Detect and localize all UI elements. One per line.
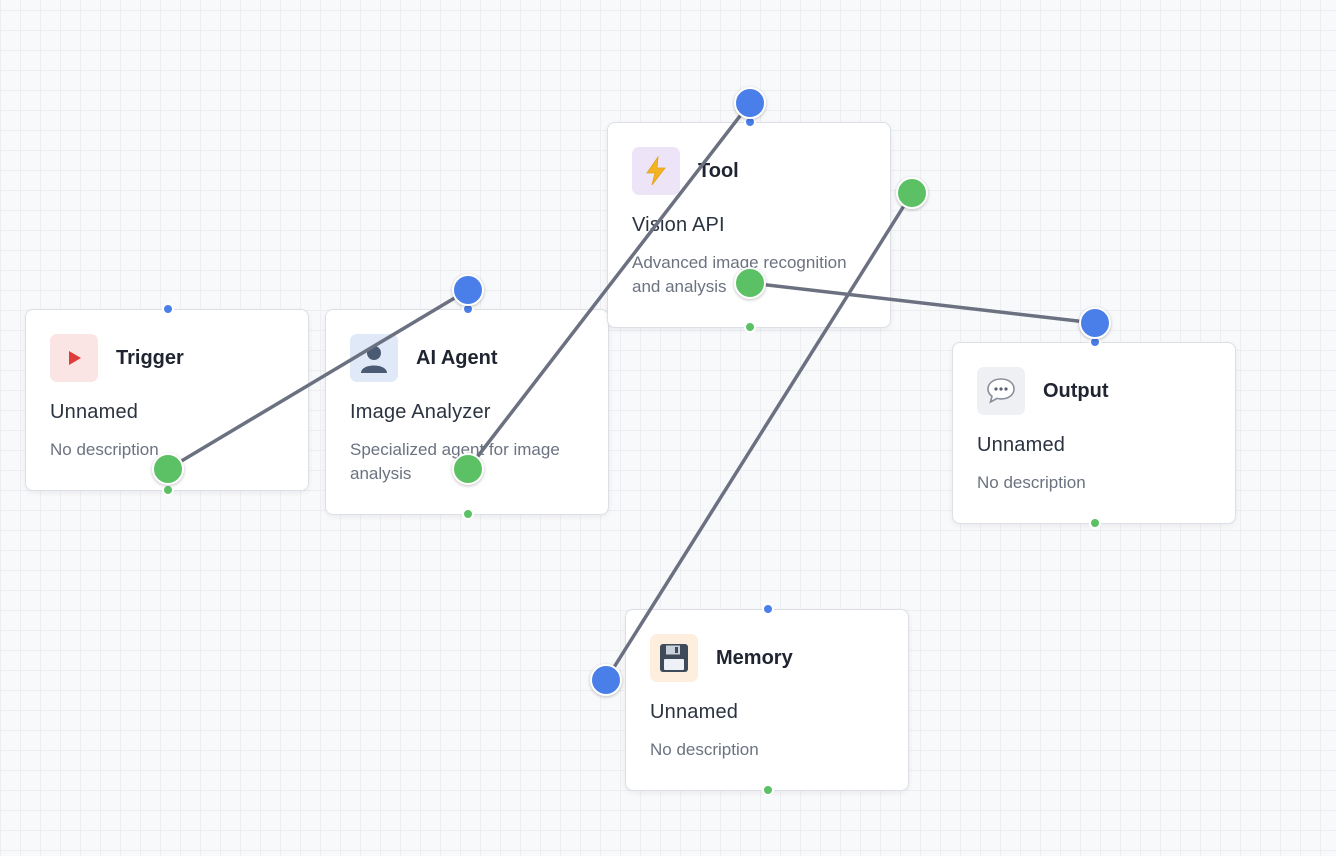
- edge-agent-to-tool[interactable]: [466, 101, 752, 471]
- node-name: Vision API: [632, 214, 725, 236]
- floppy-disk-icon: [650, 634, 698, 682]
- connection-handle-target[interactable]: [590, 664, 622, 696]
- lightning-icon: [632, 147, 680, 195]
- connection-handle-target[interactable]: [1079, 307, 1111, 339]
- node-description: Advanced image recognition and analysis: [632, 253, 847, 296]
- node-name: Unnamed: [977, 434, 1066, 456]
- node-ai-agent[interactable]: AI Agent Image Analyzer Specialized agen…: [325, 309, 609, 515]
- connection-handle-target[interactable]: [452, 274, 484, 306]
- connection-handle-source[interactable]: [452, 453, 484, 485]
- connection-handle-target[interactable]: [734, 87, 766, 119]
- connection-handle-source[interactable]: [896, 177, 928, 209]
- node-memory[interactable]: Memory Unnamed No description: [625, 609, 909, 791]
- node-type-label: Memory: [716, 646, 793, 669]
- node-description: Specialized agent for image analysis: [350, 440, 560, 483]
- agent-output-port[interactable]: [462, 508, 474, 520]
- edge-tool-to-output[interactable]: [748, 281, 1097, 325]
- connection-handle-source[interactable]: [734, 267, 766, 299]
- node-name: Unnamed: [50, 401, 139, 423]
- memory-output-port[interactable]: [762, 784, 774, 796]
- node-type-label: AI Agent: [416, 346, 498, 369]
- edge-trigger-to-agent[interactable]: [166, 288, 470, 471]
- connection-handle-source[interactable]: [152, 453, 184, 485]
- node-name: Unnamed: [650, 701, 739, 723]
- tool-output-port[interactable]: [744, 321, 756, 333]
- node-description: No description: [50, 440, 159, 459]
- node-type-label: Tool: [698, 159, 739, 182]
- trigger-output-port[interactable]: [162, 484, 174, 496]
- speech-bubble-icon: [977, 367, 1025, 415]
- node-name: Image Analyzer: [350, 401, 491, 423]
- node-type-label: Output: [1043, 379, 1109, 402]
- edge-tool-to-memory[interactable]: [604, 191, 914, 682]
- output-output-port[interactable]: [1089, 517, 1101, 529]
- play-icon: [50, 334, 98, 382]
- memory-input-port[interactable]: [762, 603, 774, 615]
- agent-icon: [350, 334, 398, 382]
- trigger-input-port[interactable]: [162, 303, 174, 315]
- node-description: No description: [650, 740, 759, 759]
- node-output[interactable]: Output Unnamed No description: [952, 342, 1236, 524]
- node-description: No description: [977, 473, 1086, 492]
- node-type-label: Trigger: [116, 346, 184, 369]
